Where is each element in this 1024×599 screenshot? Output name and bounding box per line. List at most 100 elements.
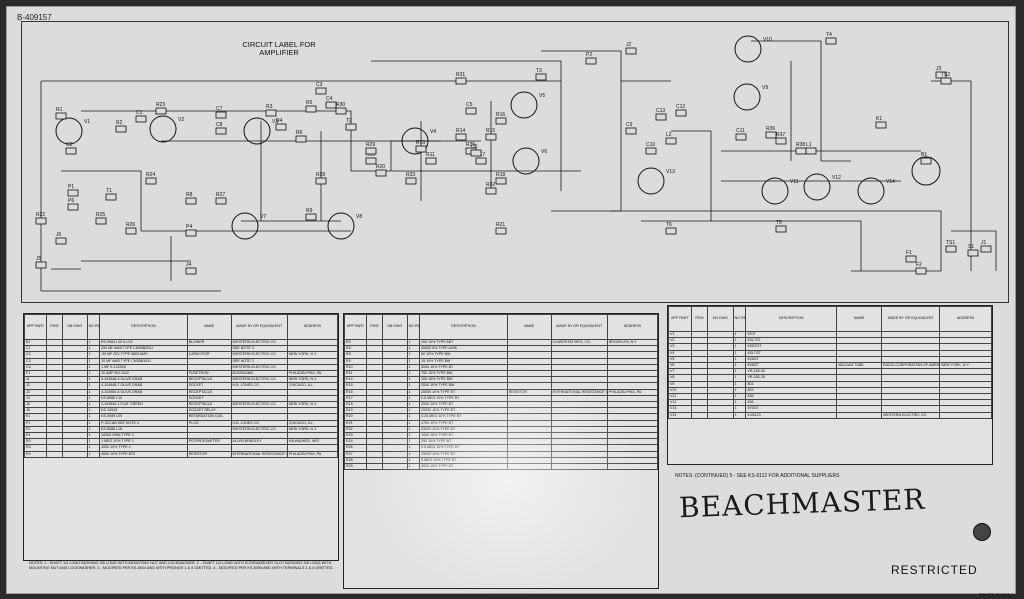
table-cell bbox=[381, 345, 408, 353]
component-symbol bbox=[625, 47, 637, 55]
vacuum-tube-symbol bbox=[512, 147, 540, 175]
table-cell bbox=[939, 393, 992, 401]
table-cell: J6 bbox=[24, 407, 47, 415]
table-cell bbox=[61, 338, 88, 347]
table-cell bbox=[606, 345, 658, 353]
table-cell bbox=[381, 357, 408, 365]
table-cell: V14 bbox=[668, 411, 692, 419]
table-cell bbox=[835, 393, 883, 401]
table-cell bbox=[690, 349, 708, 357]
table-header: ON DWG bbox=[706, 306, 734, 332]
table-cell: R29 bbox=[344, 463, 367, 471]
table-cell: 4000 10% TYPE BT2 bbox=[99, 450, 188, 458]
table-cell: 4-104940-1 FLAT GREEN bbox=[99, 401, 188, 409]
component-label: R1 bbox=[56, 107, 63, 113]
table-cell: SEE NOTE 3 bbox=[230, 345, 288, 353]
component-symbol bbox=[375, 169, 387, 177]
wire bbox=[40, 80, 561, 292]
table-cell bbox=[230, 444, 288, 452]
vacuum-tube-symbol bbox=[55, 117, 83, 145]
component-symbol bbox=[920, 157, 932, 165]
table-cell: 4-104948-7 OLIVE DRAB bbox=[99, 382, 188, 390]
table-header: NO REQ bbox=[86, 314, 101, 340]
table-cell bbox=[939, 343, 992, 351]
table-cell bbox=[881, 330, 941, 339]
table-cell bbox=[939, 349, 992, 357]
component-label: V3 bbox=[272, 119, 278, 125]
table-cell bbox=[61, 401, 88, 409]
vacuum-tube-symbol bbox=[510, 91, 538, 119]
component-symbol bbox=[535, 73, 547, 81]
table-cell bbox=[690, 399, 708, 407]
table-header: NO REQ bbox=[732, 306, 747, 332]
table-cell: R27 bbox=[344, 450, 367, 458]
table-cell: R5 bbox=[344, 338, 367, 347]
wire bbox=[51, 236, 191, 281]
component-symbol bbox=[315, 87, 327, 95]
component-symbol bbox=[365, 157, 377, 165]
component-symbol bbox=[315, 177, 327, 185]
handwritten-label: BEACHMASTER bbox=[678, 482, 926, 525]
table-cell: 5Y3GT bbox=[745, 405, 837, 413]
component-symbol bbox=[185, 229, 197, 237]
component-label: J1 bbox=[981, 240, 987, 246]
table-header: ITEM bbox=[690, 306, 708, 332]
component-label: R9 bbox=[306, 208, 313, 214]
table-notes: NOTES: 1 - SHAFT 1/4 LONG BUSHING 3/8 LO… bbox=[29, 561, 334, 570]
table-cell: 803 bbox=[745, 386, 837, 395]
table-cell: R22 bbox=[344, 425, 367, 434]
table-cell bbox=[939, 405, 992, 413]
table-cell bbox=[606, 351, 658, 359]
component-symbol bbox=[325, 101, 337, 109]
table-cell: MILWAUKEE, WIS. bbox=[286, 438, 338, 446]
wire bbox=[61, 170, 351, 232]
table-cell: NEW YORK, N.Y. bbox=[286, 401, 338, 409]
table-cell: 836 bbox=[745, 399, 837, 407]
table-cell: BROOKLYN, N.Y. bbox=[606, 338, 658, 347]
table-cell: 10000 OHM TYPE J bbox=[99, 432, 188, 440]
table-header: ITEM bbox=[45, 314, 63, 340]
component-symbol bbox=[625, 127, 637, 135]
table-cell bbox=[506, 463, 552, 471]
table-cell bbox=[690, 380, 708, 388]
component-symbol bbox=[115, 125, 127, 133]
component-label: R5 bbox=[306, 100, 313, 106]
table-header: APP PART bbox=[668, 306, 692, 332]
table-cell: PHILADELPHIA, PA. bbox=[286, 369, 338, 378]
component-label: R10 bbox=[416, 140, 425, 146]
table-cell bbox=[550, 357, 608, 365]
component-symbol bbox=[495, 177, 507, 185]
component-symbol bbox=[295, 135, 307, 143]
table-cell bbox=[61, 363, 88, 372]
table-cell: RADIO CORPORATION OF AMERICA bbox=[881, 361, 941, 370]
table-cell bbox=[706, 330, 734, 339]
component-label: R18 bbox=[496, 172, 505, 178]
table-cell: 4-104948-6 OLIVE DRAB bbox=[99, 376, 188, 384]
component-label: T6 bbox=[666, 222, 672, 228]
component-symbol bbox=[655, 113, 667, 121]
table-cell bbox=[706, 386, 734, 395]
table-cell: .05 MF 20V TYPE 5800 AMS bbox=[99, 351, 188, 359]
component-label: R14 bbox=[456, 128, 465, 134]
component-symbol bbox=[215, 197, 227, 205]
table-cell: 10 MF AMS TYPE CM35B103J bbox=[99, 357, 188, 365]
table-cell: J4 bbox=[24, 394, 47, 403]
component-label: R20 bbox=[376, 164, 385, 170]
table-cell: P1 bbox=[24, 419, 47, 427]
table-cell bbox=[230, 407, 288, 415]
component-label: J5 bbox=[36, 256, 42, 262]
component-label: V6 bbox=[541, 149, 547, 155]
component-symbol bbox=[945, 245, 957, 253]
component-symbol bbox=[415, 145, 427, 153]
table-cell bbox=[706, 374, 734, 382]
